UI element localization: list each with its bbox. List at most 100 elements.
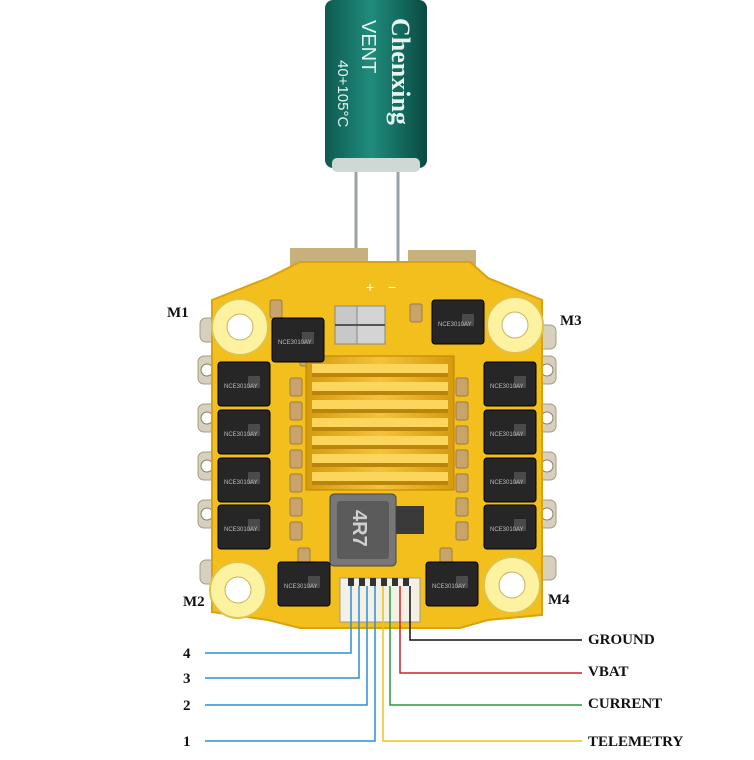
heatsink-fin-shadow — [312, 463, 448, 467]
smd-component — [289, 377, 303, 397]
mosfet-chip — [217, 361, 271, 407]
heatsink-fin-shadow — [312, 391, 448, 395]
inductor-label: 4R7 — [348, 510, 370, 547]
label-m4: M4 — [548, 592, 570, 608]
signal-wire — [205, 586, 360, 679]
heatsink-fin — [312, 454, 448, 463]
mosfet-marking: NCE3010AY — [224, 480, 258, 486]
mosfet-marking: NCE3010AY — [224, 384, 258, 390]
smd-component — [289, 473, 303, 493]
wire-label-telemetry: TELEMETRY — [588, 734, 684, 750]
mounting-holes — [209, 296, 544, 619]
mosfet-chip — [483, 409, 537, 455]
smd-component — [455, 449, 469, 469]
heatsink-fin-shadow — [312, 481, 448, 485]
heatsink-fin-shadow — [312, 445, 448, 449]
signal-label-4: 4 — [183, 646, 191, 662]
signal-label-3: 3 — [183, 671, 191, 687]
mosfet-logo — [308, 576, 320, 588]
label-m2: M2 — [183, 594, 205, 610]
heatsink-fin-shadow — [312, 427, 448, 431]
signal-label-1: 1 — [183, 734, 191, 750]
signal-wire — [205, 586, 376, 742]
heatsink-fin — [312, 400, 448, 409]
signal-connector — [339, 577, 421, 623]
smd-component — [455, 425, 469, 445]
mosfet-chip — [217, 504, 271, 550]
smd-component — [289, 449, 303, 469]
wire-label-current: CURRENT — [588, 696, 663, 712]
regulator-chip — [396, 506, 424, 534]
mosfet-logo — [248, 376, 260, 388]
wire-label-ground: GROUND — [588, 632, 655, 648]
connector-pin — [348, 578, 354, 586]
mosfet-chip — [425, 561, 479, 607]
power-wire — [389, 586, 582, 706]
heatsink-fin — [312, 382, 448, 391]
mosfet-logo — [456, 576, 468, 588]
power-wire — [382, 586, 582, 742]
smd-component — [455, 401, 469, 421]
wire-callouts — [205, 586, 582, 742]
mosfet-chip — [271, 317, 325, 363]
mosfet-chip — [217, 457, 271, 503]
mosfet-marking: NCE3010AY — [432, 584, 466, 590]
mosfet-logo — [302, 332, 314, 344]
mosfet-marking: NCE3010AY — [278, 340, 312, 346]
heatsink-fin-shadow — [312, 409, 448, 413]
mounting-hole — [498, 571, 526, 599]
mosfet-marking: NCE3010AY — [438, 322, 472, 328]
heatsink-fin — [312, 364, 448, 373]
mosfet-chip — [431, 299, 485, 345]
mosfet-marking: NCE3010AY — [490, 384, 524, 390]
mosfet-logo — [514, 519, 526, 531]
mosfet-marking: NCE3010AY — [224, 527, 258, 533]
mounting-hole — [224, 576, 252, 604]
heatsink-fin-shadow — [312, 373, 448, 377]
heatsink — [305, 355, 455, 491]
smd-component — [455, 497, 469, 517]
mosfet-chip — [277, 561, 331, 607]
mosfet-marking: NCE3010AY — [284, 584, 318, 590]
mosfet-chip — [217, 409, 271, 455]
mosfet-logo — [514, 424, 526, 436]
smd-component — [455, 473, 469, 493]
mounting-hole — [226, 313, 254, 341]
capacitor-brand: Chenxing — [386, 18, 415, 125]
smd-component — [409, 303, 423, 323]
mosfet-logo — [248, 424, 260, 436]
shunt-divider — [335, 324, 385, 326]
signal-label-2: 2 — [183, 698, 191, 714]
connector-pin — [359, 578, 365, 586]
mosfet-marking: NCE3010AY — [490, 480, 524, 486]
mosfet-marking: NCE3010AY — [490, 432, 524, 438]
signal-wire — [205, 586, 352, 654]
mosfet-logo — [462, 314, 474, 326]
mosfet-chips: NCE3010AY NCE3010AY NCE3010AY NCE3010AY NCE3… — [217, 299, 537, 607]
mosfet-chip — [483, 457, 537, 503]
passive-components — [269, 299, 469, 567]
mosfet-chip — [483, 361, 537, 407]
signal-wire — [205, 586, 368, 706]
smd-component — [269, 299, 283, 319]
smd-component — [289, 401, 303, 421]
mounting-hole — [501, 311, 529, 339]
mosfet-logo — [514, 376, 526, 388]
smd-component — [455, 521, 469, 541]
wire-label-vbat: VBAT — [588, 664, 629, 680]
heatsink-fin — [312, 436, 448, 445]
mosfet-chip — [483, 504, 537, 550]
mosfet-logo — [248, 472, 260, 484]
smd-component — [289, 521, 303, 541]
polarity-plus: + — [366, 279, 374, 295]
inductor: 4R7 — [329, 493, 397, 567]
smd-component — [289, 497, 303, 517]
heatsink-fin — [312, 472, 448, 481]
polarity-minus: − — [388, 279, 396, 295]
mosfet-marking: NCE3010AY — [224, 432, 258, 438]
heatsink-fin — [312, 418, 448, 427]
label-m3: M3 — [560, 313, 582, 329]
mosfet-marking: NCE3010AY — [490, 527, 524, 533]
mosfet-logo — [514, 472, 526, 484]
